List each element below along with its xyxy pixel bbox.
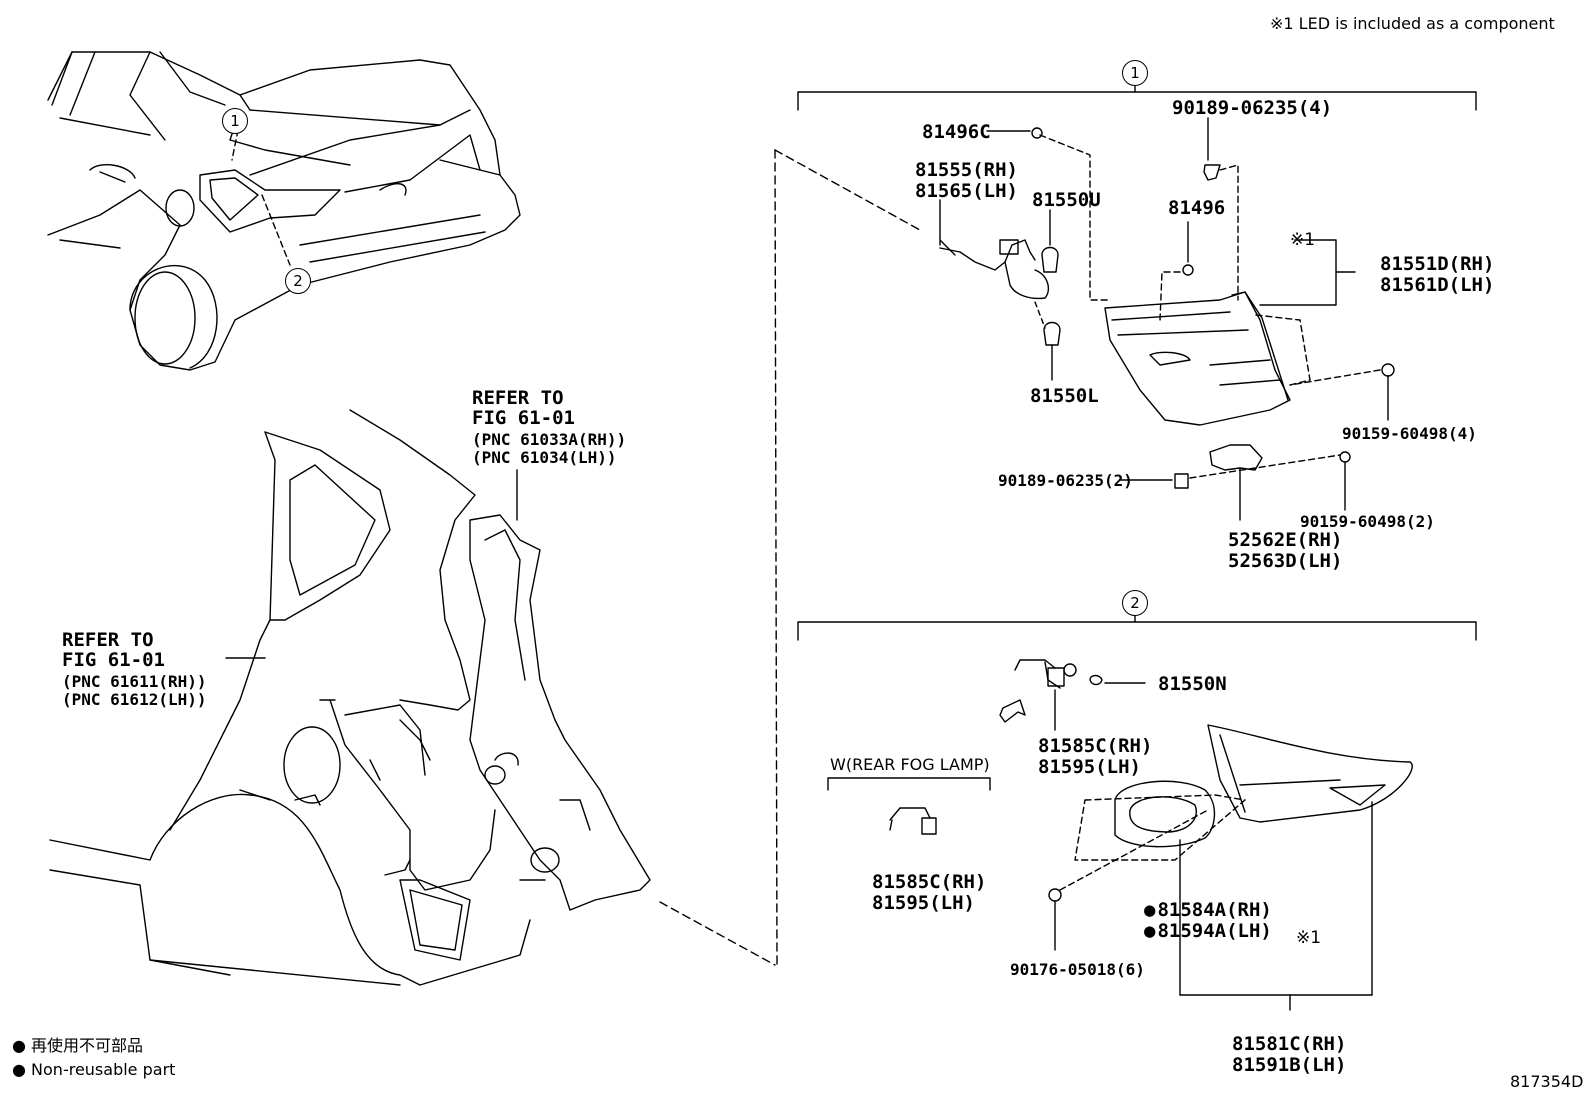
part-90189-06235-4: 90189-06235(4) — [1172, 97, 1333, 119]
part-81585c-rh-b: 81585C(RH) — [872, 871, 987, 893]
led-note: ※1 LED is included as a component — [1270, 14, 1555, 33]
part-81581c-rh: 81581C(RH) — [1232, 1033, 1347, 1055]
part-81584a-rh: 81584A(RH) — [1144, 900, 1271, 921]
part-81594a-lh: 81594A(LH) — [1144, 921, 1271, 942]
rear-fog-lamp-title: W(REAR FOG LAMP) — [830, 755, 990, 774]
callout-2-vehicle: 2 — [285, 268, 311, 294]
callout-1-group: 1 — [1122, 60, 1148, 86]
legend-dot-icon: ● — [12, 1036, 32, 1055]
group2-parts — [827, 659, 1413, 1011]
group1-parts — [939, 117, 1395, 521]
ref1-line2: FIG 61-01 — [472, 407, 575, 429]
part-81561d-lh: 81561D(LH) — [1380, 274, 1495, 296]
part-81550u: 81550U — [1032, 189, 1101, 211]
led-mark-group2: ※1 — [1296, 928, 1322, 948]
part-52562e-rh: 52562E(RH) — [1228, 529, 1343, 551]
ref2-pnc1: (PNC 61611(RH)) — [62, 672, 207, 691]
part-81550l: 81550L — [1030, 385, 1099, 407]
part-81565-lh: 81565(LH) — [915, 180, 1018, 202]
legend-japanese: ● 再使用不可部品 — [12, 1036, 143, 1056]
ref2-line2: FIG 61-01 — [62, 649, 165, 671]
legend-english: ● Non-reusable part — [12, 1060, 175, 1080]
ref1-pnc2: (PNC 61034(LH)) — [472, 448, 617, 467]
part-81551d-rh: 81551D(RH) — [1380, 253, 1495, 275]
part-81595-lh-a: 81595(LH) — [1038, 756, 1141, 778]
callout-1-vehicle: 1 — [222, 108, 248, 134]
ref2-pnc2: (PNC 61612(LH)) — [62, 690, 207, 709]
legend-dot-icon: ● — [12, 1060, 32, 1079]
ref1-pnc1: (PNC 61033A(RH)) — [472, 430, 627, 449]
callout-2-group: 2 — [1122, 590, 1148, 616]
ref2-line1: REFER TO — [62, 629, 154, 651]
legend-english-text: Non-reusable part — [31, 1060, 176, 1079]
diagram-id: 817354D — [1510, 1072, 1584, 1091]
quarter-panel-assembly — [49, 409, 776, 986]
part-81591b-lh: 81591B(LH) — [1232, 1054, 1347, 1076]
legend-japanese-text: 再使用不可部品 — [31, 1036, 144, 1055]
led-mark-group1: ※1 — [1290, 230, 1316, 250]
part-81595-lh-b: 81595(LH) — [872, 892, 975, 914]
part-81555-rh: 81555(RH) — [915, 159, 1018, 181]
part-81550n: 81550N — [1158, 673, 1227, 695]
part-90176-05018-6: 90176-05018(6) — [1010, 960, 1145, 979]
part-81496c: 81496C — [922, 121, 991, 143]
ref1-line1: REFER TO — [472, 387, 564, 409]
vehicle-rear-view — [47, 51, 521, 371]
part-90159-60498-4: 90159-60498(4) — [1342, 424, 1477, 443]
part-52563d-lh: 52563D(LH) — [1228, 550, 1343, 572]
part-90159-60498-2: 90159-60498(2) — [1300, 512, 1435, 531]
part-90189-06235-2: 90189-06235(2) — [998, 471, 1133, 490]
part-81585c-rh-a: 81585C(RH) — [1038, 735, 1153, 757]
part-81496: 81496 — [1168, 197, 1226, 219]
